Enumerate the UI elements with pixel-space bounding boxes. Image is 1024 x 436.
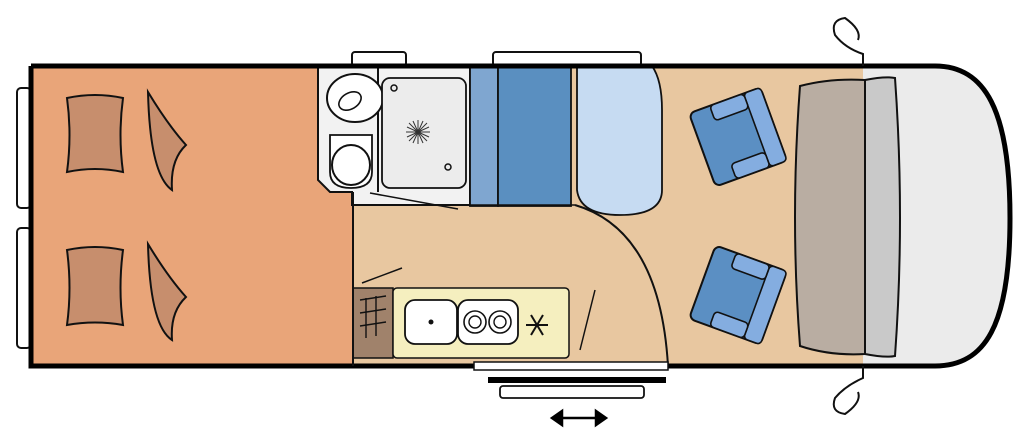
entry-door-line: [579, 289, 596, 351]
dinette-bench: [497, 65, 572, 207]
sliding-door: [488, 377, 666, 383]
sink-icon: [404, 299, 458, 345]
wardrobe-hangers: [359, 295, 387, 338]
pillow-icon: [65, 88, 188, 342]
sliding-door-panel: [499, 385, 645, 399]
sliding-door-opening: [473, 361, 669, 371]
dashboard: [794, 78, 866, 356]
dinette-backrest: [469, 65, 499, 207]
vehicle-outline: [31, 63, 1013, 369]
washbasin-icon: [326, 73, 384, 123]
shower-tray-icon: [381, 77, 467, 189]
swivel-seat-upper: [689, 87, 787, 186]
toilet-icon: [329, 134, 373, 189]
swivel-seat-lower: [689, 246, 787, 345]
mirror-icon-bottom: [832, 366, 864, 416]
hob-icon: [457, 299, 519, 345]
fridge-snowflake-icon: [526, 314, 548, 336]
partition-curve: [574, 204, 669, 367]
kitchen-cabinet-line: [361, 267, 403, 284]
mirror-icon-top: [832, 16, 864, 66]
sliding-door-arrow-icon: [549, 408, 609, 428]
vehicle-outline-rear: [28, 66, 474, 369]
washroom-door: [369, 192, 459, 210]
dinette-table: [576, 65, 663, 216]
dashboard-front: [864, 76, 901, 358]
